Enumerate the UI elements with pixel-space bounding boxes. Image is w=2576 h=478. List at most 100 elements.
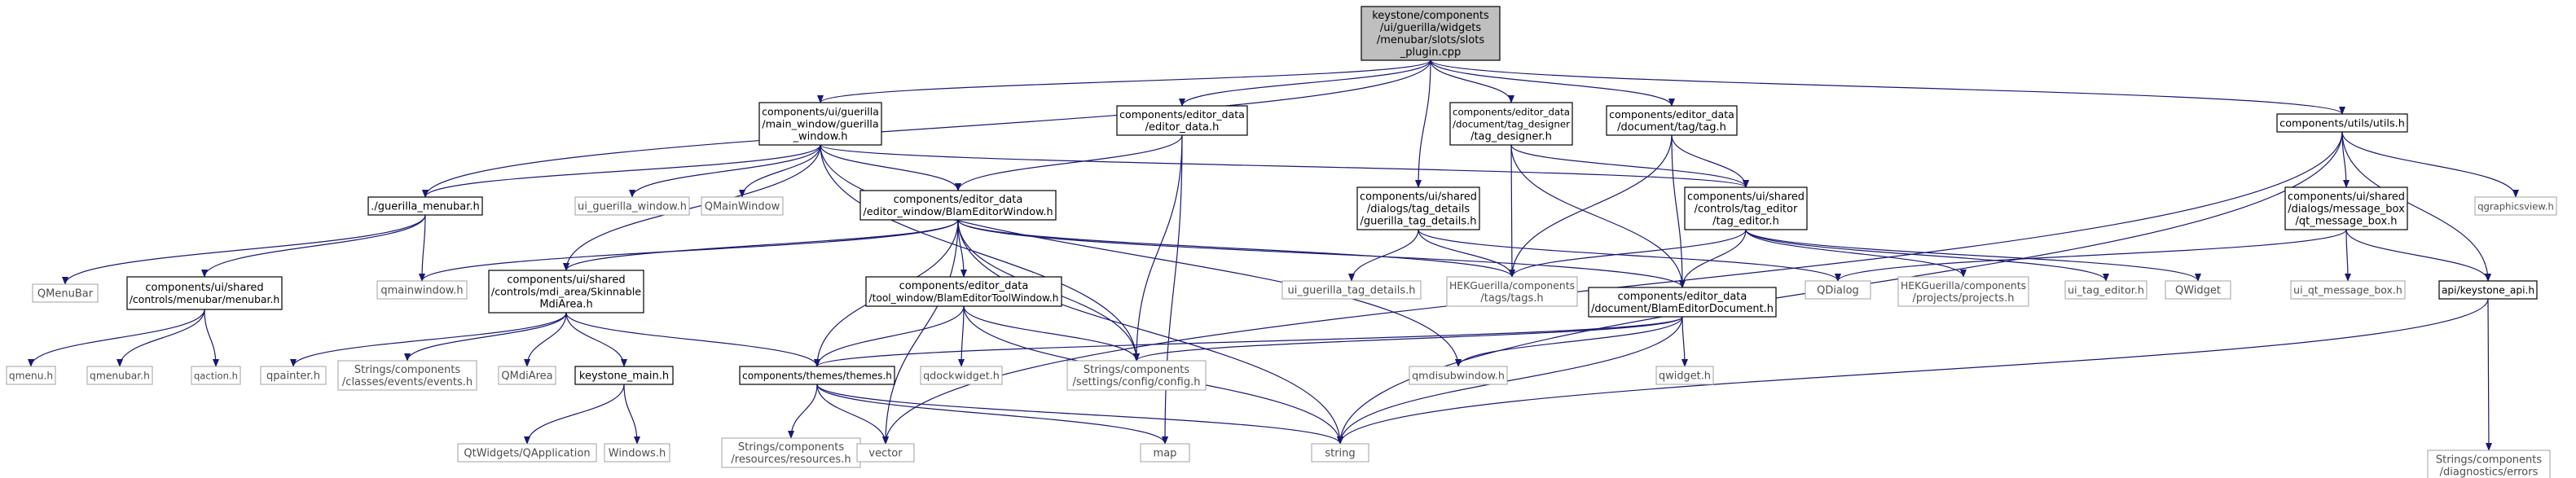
- edge-root-to-editor_data: [1179, 59, 1431, 107]
- node-qdockwidget[interactable]: qdockwidget.h: [920, 366, 1003, 385]
- edge-utils-to-qgraphicsview: [2341, 131, 2519, 198]
- node-label-vector-line-1: vector: [868, 448, 903, 460]
- node-label-mdiarea-line-2: /controls/mdi_area/Skinnable: [491, 286, 641, 298]
- node-label-blam_editor_document-line-1: components/editor_data: [1618, 291, 1747, 303]
- node-qapplication[interactable]: QtWidgets/QApplication: [457, 443, 597, 463]
- node-label-qgraphicsview-line-1: qgraphicsview.h: [2477, 201, 2554, 213]
- node-label-mdiarea-line-3: MdiArea.h: [539, 299, 592, 311]
- node-label-tag_details-line-1: components/ui/shared: [1360, 191, 1477, 204]
- node-qmdiarea[interactable]: QMdiArea: [498, 366, 556, 385]
- node-qmenu[interactable]: qmenu.h: [6, 366, 56, 385]
- edge-blam_editor_window-to-string: [957, 219, 1343, 445]
- node-blam_editor_document[interactable]: components/editor_data/document/BlamEdit…: [1588, 287, 1777, 318]
- edge-tag_designer-to-hek_tags: [1508, 144, 1515, 278]
- node-tag_details[interactable]: components/ui/shared/dialogs/tag_details…: [1356, 186, 1480, 230]
- edge-menubar-to-qaction: [204, 309, 219, 367]
- node-qmdisubwindow[interactable]: qmdisubwindow.h: [1409, 366, 1508, 385]
- node-box-qdialog: [1805, 280, 1871, 300]
- edge-main_window-to-qmdisubwindow: [820, 144, 1462, 367]
- node-message_box[interactable]: components/ui/shared/dialogs/message_box…: [2284, 186, 2408, 230]
- node-qmenubar_h[interactable]: qmenubar.h: [86, 366, 153, 385]
- node-qgraphicsview[interactable]: qgraphicsview.h: [2474, 196, 2557, 216]
- node-hek_tags[interactable]: HEKGuerilla/components/tags/tags.h: [1446, 276, 1578, 307]
- edge-tool_window-to-themes: [814, 305, 965, 367]
- node-qmenubar_cls[interactable]: QMenuBar: [32, 283, 99, 303]
- node-tag_h[interactable]: components/editor_data/document/tag/tag.…: [1606, 105, 1738, 136]
- node-mdiarea[interactable]: components/ui/shared/controls/mdi_area/S…: [488, 270, 644, 314]
- edge-guerilla_menubar-to-qmenubar_cls: [62, 214, 426, 285]
- node-ui_tag_editor[interactable]: ui_tag_editor.h: [2064, 280, 2147, 300]
- edge-mdiarea-to-keystone_main: [565, 312, 627, 367]
- node-label-qpainter-line-1: qpainter.h: [266, 371, 320, 383]
- node-vector[interactable]: vector: [856, 443, 915, 463]
- node-qdialog[interactable]: QDialog: [1805, 280, 1871, 300]
- node-windows_h[interactable]: Windows.h: [604, 443, 670, 463]
- node-errors[interactable]: Strings/components/diagnostics/errors/er…: [2427, 449, 2551, 478]
- node-label-qmdisubwindow-line-1: qmdisubwindow.h: [1412, 370, 1505, 382]
- node-label-blam_editor_window-line-2: /editor_window/BlamEditorWindow.h: [863, 206, 1053, 218]
- edge-root-to-tag_designer: [1430, 59, 1514, 103]
- node-qpainter[interactable]: qpainter.h: [260, 366, 327, 385]
- edge-blam_editor_document-to-config: [1133, 316, 1683, 362]
- edge-tool_window-to-qdockwidget: [958, 305, 965, 367]
- node-tag_designer[interactable]: components/editor_data/document/tag_desi…: [1449, 102, 1573, 146]
- node-box-main_window: [758, 102, 882, 146]
- node-box-ui_guerilla_window: [574, 196, 690, 216]
- edge-main_window-to-qmainwindow_cls: [739, 144, 821, 198]
- node-guerilla_menubar[interactable]: ./guerilla_menubar.h: [367, 196, 483, 216]
- node-hek_projects[interactable]: HEKGuerilla/components/projects/projects…: [1897, 276, 2029, 307]
- node-main_window[interactable]: components/ui/guerilla/main_window/gueri…: [758, 102, 882, 146]
- node-keystone_main[interactable]: keystone_main.h: [574, 366, 674, 385]
- node-box-message_box: [2284, 186, 2408, 230]
- node-qaction[interactable]: qaction.h: [191, 366, 241, 385]
- node-label-hek_tags-line-1: HEKGuerilla/components: [1449, 279, 1575, 292]
- node-label-map-line-1: map: [1154, 448, 1177, 460]
- node-tool_window[interactable]: components/editor_data/tool_window/BlamE…: [865, 276, 1062, 307]
- node-label-hek_tags-line-2: /tags/tags.h: [1480, 292, 1543, 305]
- node-box-resources: [721, 437, 861, 468]
- node-ui_qt_message_box[interactable]: ui_qt_message_box.h: [2290, 280, 2406, 300]
- edge-tag_editor-to-hek_tags: [1509, 229, 1747, 278]
- node-events[interactable]: Strings/components/classes/events/events…: [337, 360, 477, 391]
- node-label-tag_designer-line-3: /tag_designer.h: [1470, 131, 1552, 143]
- node-ui_guerilla_tag_details[interactable]: ui_guerilla_tag_details.h: [1281, 280, 1422, 300]
- edge-themes-to-map: [816, 384, 1168, 445]
- edge-editor_data-to-config: [1133, 134, 1183, 362]
- edge-message_box-to-keystone_api: [2345, 229, 2491, 282]
- edge-layer: [28, 59, 2519, 451]
- node-label-tag_designer-line-1: components/editor_data: [1453, 107, 1570, 118]
- node-box-events: [337, 360, 477, 391]
- node-keystone_api[interactable]: api/keystone_api.h: [2438, 280, 2538, 300]
- node-label-guerilla_menubar-line-1: ./guerilla_menubar.h: [371, 201, 480, 213]
- node-box-mdiarea: [488, 270, 644, 314]
- node-blam_editor_window[interactable]: components/editor_data/editor_window/Bla…: [859, 190, 1057, 221]
- node-themes[interactable]: components/themes/themes.h: [739, 366, 895, 385]
- edge-main_window-to-tag_editor: [820, 144, 1749, 188]
- node-root[interactable]: keystone/components/ui/guerilla/widgets/…: [1361, 6, 1501, 61]
- node-resources[interactable]: Strings/components/resources/resources.h: [721, 437, 861, 468]
- node-editor_data[interactable]: components/editor_data/editor_data.h: [1116, 105, 1248, 136]
- node-config[interactable]: Strings/components/settings/config/confi…: [1066, 360, 1207, 391]
- node-qmainwindow_h[interactable]: qmainwindow.h: [376, 280, 468, 300]
- node-box-ui_guerilla_tag_details: [1281, 280, 1422, 300]
- node-box-config: [1066, 360, 1207, 391]
- node-label-root-line-4: _plugin.cpp: [1400, 46, 1462, 59]
- node-menubar[interactable]: components/ui/shared/controls/menubar/me…: [126, 276, 283, 310]
- node-box-qapplication: [457, 443, 597, 463]
- node-string[interactable]: string: [1311, 443, 1369, 463]
- edge-root-to-main_window: [817, 59, 1431, 103]
- edge-root-to-guerilla_menubar: [422, 59, 1431, 198]
- node-ui_guerilla_window[interactable]: ui_guerilla_window.h: [574, 196, 690, 216]
- node-box-qaction: [191, 366, 241, 385]
- node-box-qwidget_cls: [2165, 280, 2231, 300]
- node-qmainwindow_cls[interactable]: QMainWindow: [701, 196, 784, 216]
- node-map[interactable]: map: [1140, 443, 1190, 463]
- node-tag_editor[interactable]: components/ui/shared/controls/tag_editor…: [1684, 186, 1808, 230]
- edge-root-to-utils: [1430, 59, 2345, 115]
- node-qwidget_h[interactable]: qwidget.h: [1655, 366, 1714, 385]
- edge-menubar-to-qmenubar_h: [116, 309, 205, 367]
- node-utils[interactable]: components/utils/utils.h: [2276, 113, 2408, 133]
- edge-blam_editor_window-to-mdiarea: [563, 219, 959, 271]
- node-qwidget_cls[interactable]: QWidget: [2165, 280, 2231, 300]
- edge-tag_designer-to-tag_editor: [1510, 144, 1749, 188]
